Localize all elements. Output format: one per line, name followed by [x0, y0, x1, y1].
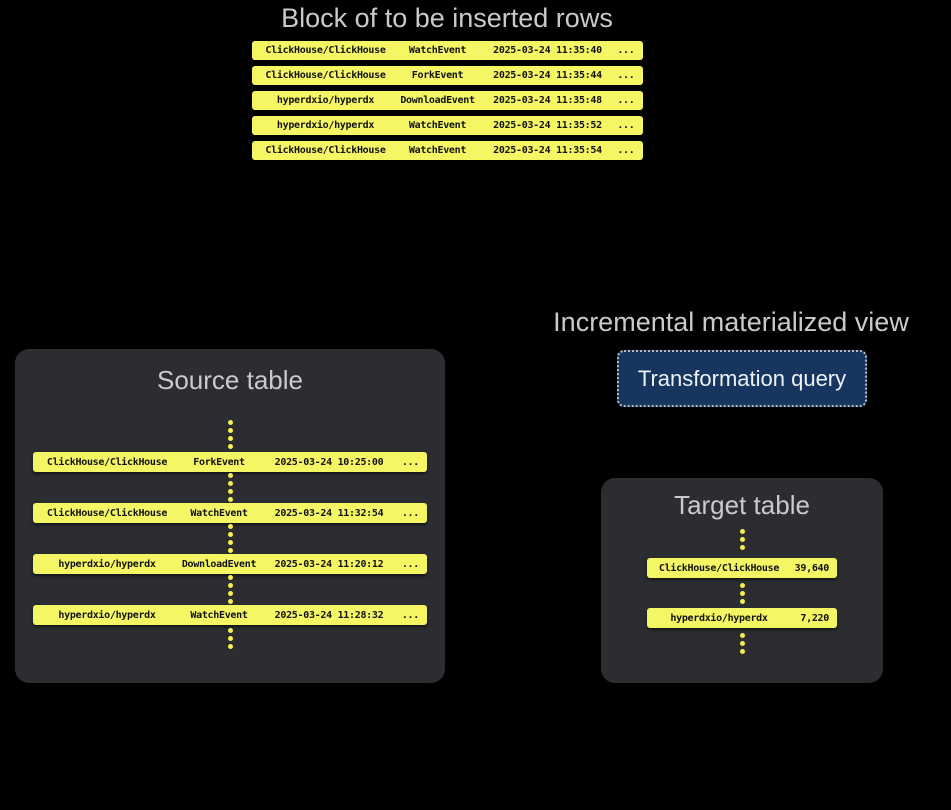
row-timestamp: 2025-03-24 11:35:52 — [493, 120, 602, 131]
target-table-panel: Target table ClickHouse/ClickHouse 39,64… — [601, 478, 883, 683]
row-repo: ClickHouse/ClickHouse — [658, 562, 780, 574]
row-repo: hyperdxio/hyperdx — [670, 612, 768, 624]
row-event: ForkEvent — [411, 70, 464, 81]
source-table-panel: Source table ClickHouse/ClickHouse ForkE… — [15, 349, 445, 683]
row-count: 7,220 — [800, 612, 829, 624]
insert-block-title: Block of to be inserted rows — [281, 3, 613, 33]
target-row: ClickHouse/ClickHouse 39,640 — [647, 558, 837, 578]
row-timestamp: 2025-03-24 11:28:32 — [274, 609, 384, 621]
vertical-ellipsis — [227, 524, 233, 553]
vertical-ellipsis — [739, 529, 745, 550]
row-repo: ClickHouse/ClickHouse — [265, 70, 386, 81]
source-row: ClickHouse/ClickHouse WatchEvent 2025-03… — [33, 503, 427, 523]
row-event: WatchEvent — [190, 507, 248, 519]
vertical-ellipsis — [739, 633, 745, 654]
row-timestamp: 2025-03-24 11:35:54 — [493, 145, 602, 156]
row-event: DownloadEvent — [181, 558, 257, 570]
insert-row: hyperdxio/hyperdx WatchEvent 2025-03-24 … — [251, 116, 643, 135]
row-count: 39,640 — [794, 562, 830, 574]
insert-block-rows: ClickHouse/ClickHouse WatchEvent 2025-03… — [251, 41, 643, 160]
row-timestamp: 2025-03-24 11:20:12 — [274, 558, 384, 570]
insert-row: ClickHouse/ClickHouse WatchEvent 2025-03… — [251, 141, 643, 160]
row-timestamp: 2025-03-24 10:25:00 — [274, 456, 384, 468]
row-ellipsis: ... — [401, 609, 419, 621]
vertical-ellipsis — [739, 583, 745, 604]
row-ellipsis: ... — [401, 558, 419, 570]
vertical-ellipsis — [227, 628, 233, 649]
row-event: DownloadEvent — [400, 95, 475, 106]
insert-row: ClickHouse/ClickHouse WatchEvent 2025-03… — [251, 41, 643, 60]
insert-row: hyperdxio/hyperdx DownloadEvent 2025-03-… — [251, 91, 643, 110]
row-ellipsis: ... — [617, 95, 635, 106]
row-timestamp: 2025-03-24 11:35:44 — [493, 70, 602, 81]
vertical-ellipsis — [227, 575, 233, 604]
row-repo: hyperdxio/hyperdx — [276, 120, 375, 131]
row-timestamp: 2025-03-24 11:32:54 — [274, 507, 384, 519]
materialized-view-title: Incremental materialized view — [553, 307, 909, 337]
row-timestamp: 2025-03-24 11:35:40 — [493, 45, 602, 56]
vertical-ellipsis — [227, 420, 233, 449]
row-ellipsis: ... — [401, 456, 419, 468]
row-ellipsis: ... — [617, 70, 635, 81]
row-ellipsis: ... — [617, 120, 635, 131]
row-repo: hyperdxio/hyperdx — [58, 609, 156, 621]
row-event: WatchEvent — [408, 120, 467, 131]
source-row: ClickHouse/ClickHouse ForkEvent 2025-03-… — [33, 452, 427, 472]
row-event: WatchEvent — [408, 45, 467, 56]
row-ellipsis: ... — [617, 145, 635, 156]
row-ellipsis: ... — [617, 45, 635, 56]
row-timestamp: 2025-03-24 11:35:48 — [493, 95, 602, 106]
row-repo: ClickHouse/ClickHouse — [46, 456, 168, 468]
vertical-ellipsis — [227, 473, 233, 502]
row-event: WatchEvent — [408, 145, 467, 156]
transformation-query-button: Transformation query — [617, 350, 867, 407]
target-table-title: Target table — [674, 490, 810, 520]
row-repo: ClickHouse/ClickHouse — [265, 45, 386, 56]
source-row: hyperdxio/hyperdx DownloadEvent 2025-03-… — [33, 554, 427, 574]
row-repo: ClickHouse/ClickHouse — [46, 507, 168, 519]
row-repo: hyperdxio/hyperdx — [276, 95, 375, 106]
source-row: hyperdxio/hyperdx WatchEvent 2025-03-24 … — [33, 605, 427, 625]
row-event: ForkEvent — [193, 456, 245, 468]
row-ellipsis: ... — [401, 507, 419, 519]
row-repo: hyperdxio/hyperdx — [58, 558, 156, 570]
source-table-title: Source table — [157, 365, 303, 395]
insert-block: Block of to be inserted rows ClickHouse/… — [232, 2, 662, 166]
row-event: WatchEvent — [190, 609, 248, 621]
row-repo: ClickHouse/ClickHouse — [265, 145, 386, 156]
target-row: hyperdxio/hyperdx 7,220 — [647, 608, 837, 628]
insert-row: ClickHouse/ClickHouse ForkEvent 2025-03-… — [251, 66, 643, 85]
